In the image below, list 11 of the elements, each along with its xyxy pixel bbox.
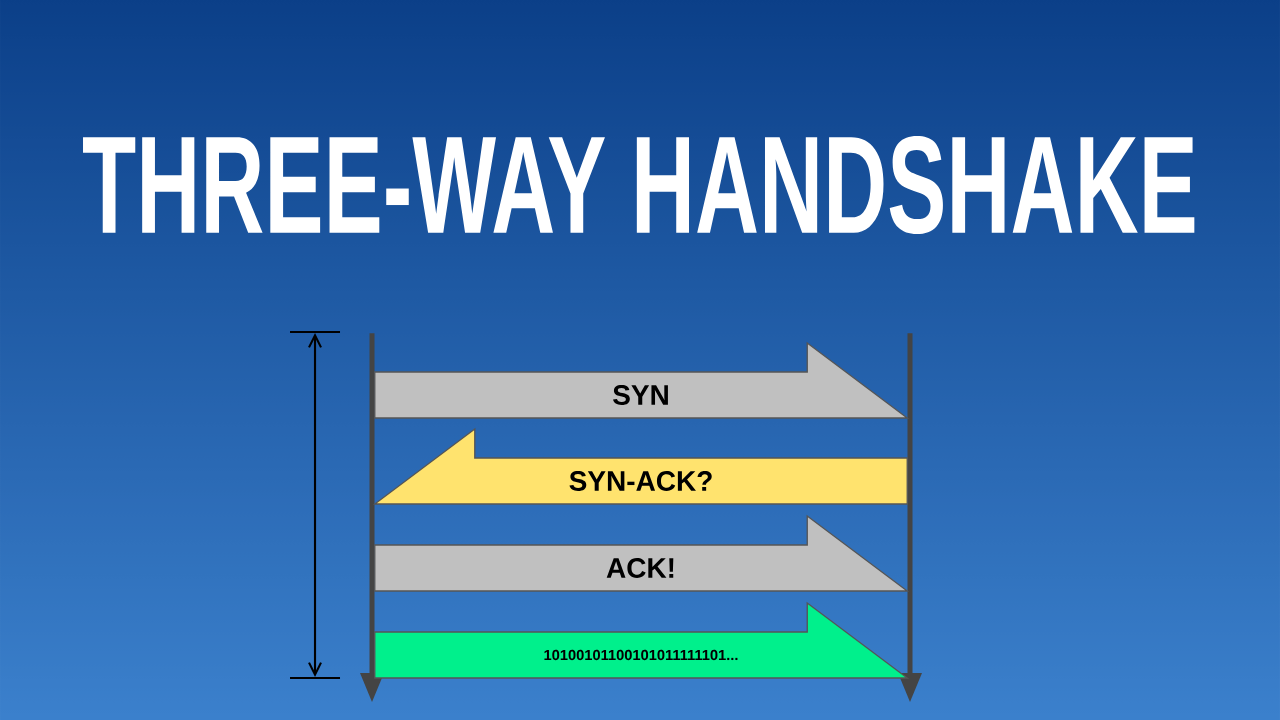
- title: THREE-WAY HANDSHAKE: [83, 135, 1195, 235]
- edge-label: ACK!: [606, 558, 674, 578]
- edge-label: SYN-ACK?: [569, 471, 712, 491]
- arrow: [374, 601, 910, 679]
- arrow: [374, 341, 910, 419]
- arrow: [374, 514, 910, 592]
- edge-label: SYN: [613, 385, 668, 405]
- timeline: [898, 333, 922, 702]
- timeline: [360, 333, 384, 702]
- edge-label: 10100101100101011111101...: [544, 649, 738, 661]
- arrow: [372, 427, 908, 505]
